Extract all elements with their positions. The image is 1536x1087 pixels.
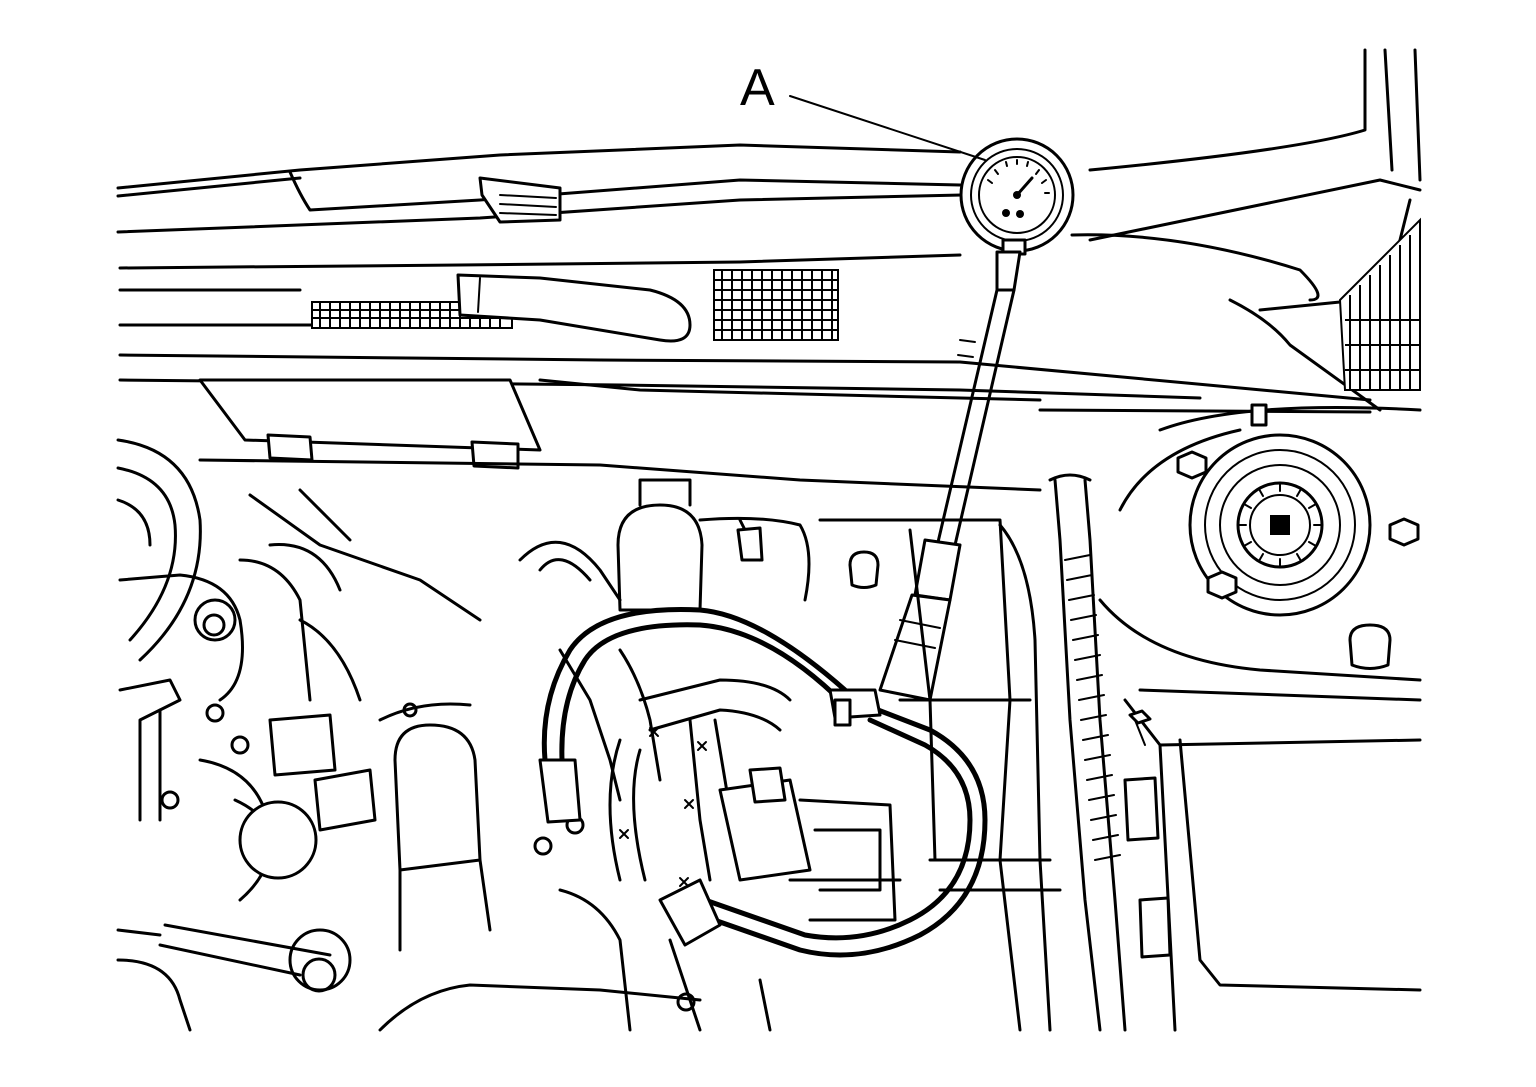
cowl-grille-center bbox=[713, 269, 839, 341]
firewall-channel bbox=[1048, 473, 1127, 1032]
test-hose-loop bbox=[538, 607, 988, 958]
fuel-pump-module bbox=[718, 766, 902, 922]
throttle-body bbox=[378, 702, 492, 952]
battery-box bbox=[1123, 688, 1422, 1032]
gauge-hose bbox=[878, 250, 1022, 702]
leader-line-a bbox=[789, 95, 986, 161]
battery-tray bbox=[818, 518, 1062, 1032]
intake-duct bbox=[116, 438, 202, 662]
bolts-center bbox=[619, 727, 707, 887]
left-hoses bbox=[116, 543, 377, 1032]
callout-label-a: A bbox=[740, 59, 775, 117]
cowl-grille-right bbox=[1338, 217, 1421, 391]
pressure-gauge bbox=[959, 137, 1075, 256]
wiper-nozzle bbox=[478, 176, 562, 224]
coolant-reservoir bbox=[616, 478, 811, 612]
callout-a: A bbox=[740, 59, 986, 161]
strut-tower bbox=[848, 403, 1422, 682]
cowl-panel bbox=[116, 48, 1422, 414]
engine-cover-bracket bbox=[198, 378, 1042, 622]
washer-hose bbox=[456, 273, 692, 343]
lower-components bbox=[378, 888, 772, 1032]
